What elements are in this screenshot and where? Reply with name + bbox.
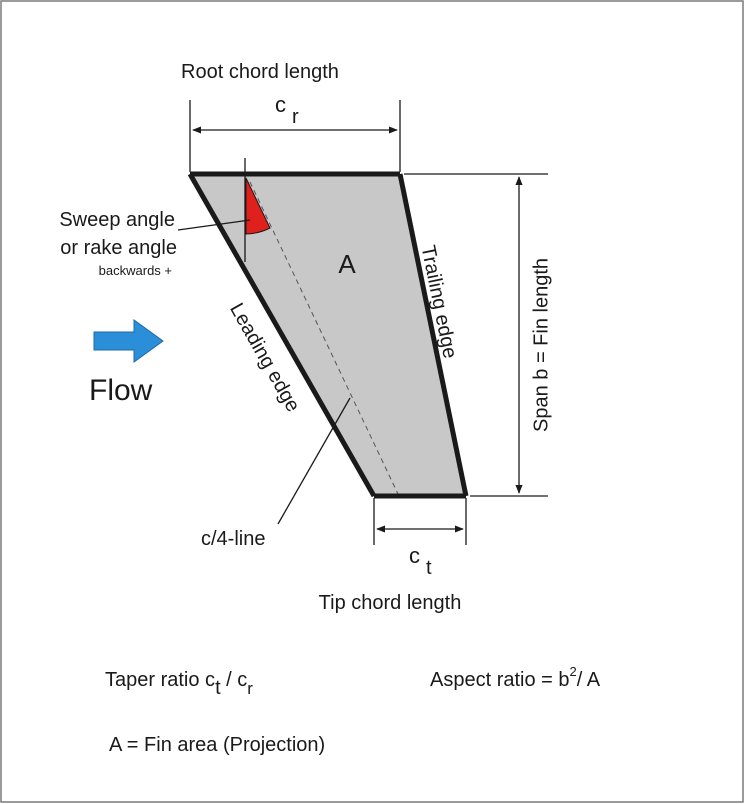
tip-chord-label: Tip chord length xyxy=(319,592,462,614)
sweep-leader-line xyxy=(177,219,251,231)
fin-planform xyxy=(190,174,466,496)
tip-chord-symbol: c xyxy=(409,543,420,568)
backwards-note: backwards + xyxy=(99,263,172,278)
root-chord-label: Root chord length xyxy=(181,61,339,83)
fin-area-definition: A = Fin area (Projection) xyxy=(109,734,325,756)
quarter-chord-line xyxy=(249,181,399,495)
leading-edge-line xyxy=(187,172,377,498)
quarter-chord-leader xyxy=(277,397,351,525)
fin-area-symbol: A xyxy=(338,249,356,279)
right-arrow-icon xyxy=(93,319,164,363)
taper-ratio-formula: Taper ratio ct / cr xyxy=(105,669,253,699)
flow-label: Flow xyxy=(89,374,153,407)
span-label: Span b = Fin length xyxy=(530,258,552,432)
root-chord-symbol: c xyxy=(275,92,286,117)
trailing-edge-line xyxy=(397,173,469,497)
sweep-angle-label: Sweep angle xyxy=(59,209,175,231)
sweep-angle-marker xyxy=(245,177,271,235)
aspect-ratio-formula: Aspect ratio = b2/ A xyxy=(430,664,601,691)
quarter-chord-label: c/4-line xyxy=(201,528,265,550)
rake-angle-label: or rake angle xyxy=(60,237,177,259)
tip-chord-subscript: t xyxy=(426,557,432,579)
root-chord-subscript: r xyxy=(292,106,299,128)
